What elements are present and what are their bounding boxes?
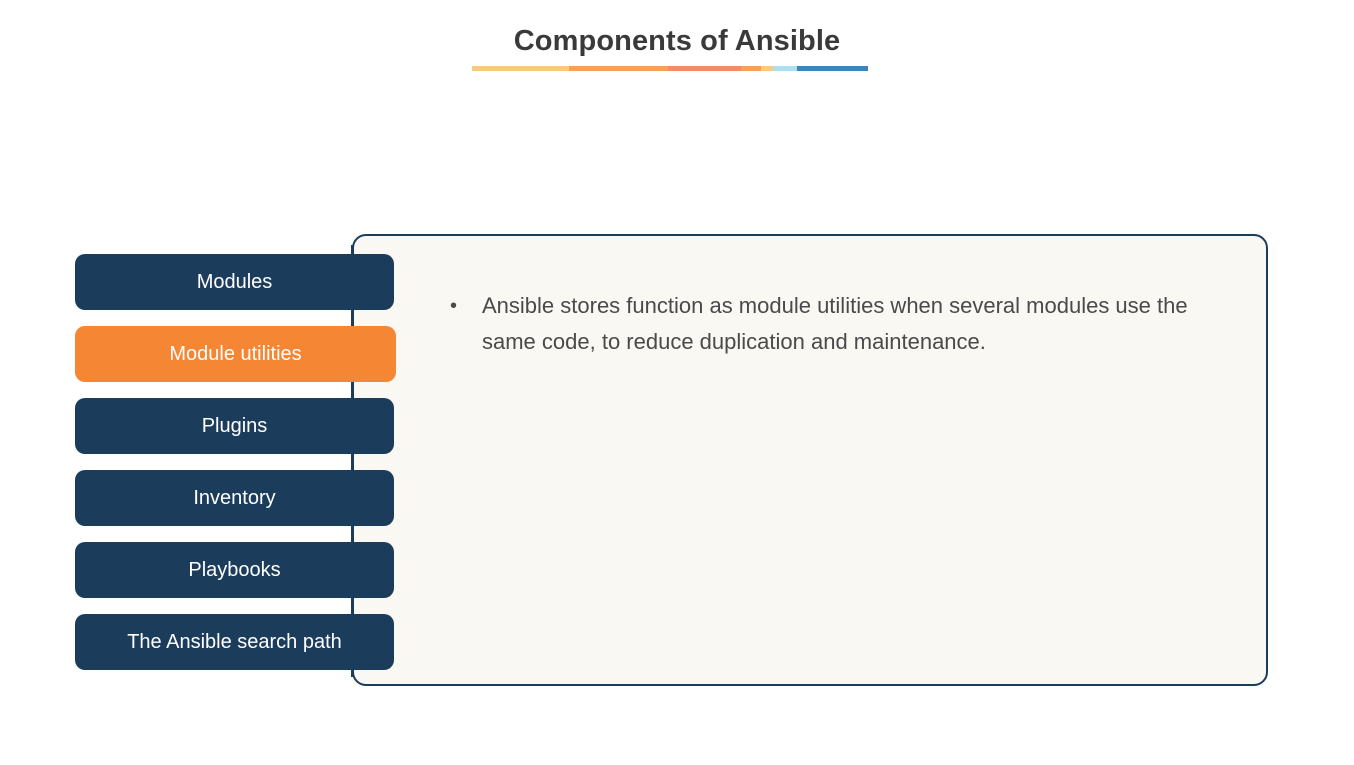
bullet-item: • Ansible stores function as module utili… (450, 288, 1210, 360)
menu-item-module-utilities[interactable]: Module utilities (75, 326, 396, 382)
title-underline-segment-2 (668, 66, 742, 71)
menu-item-label: Playbooks (188, 558, 281, 581)
title-underline-segment-3 (741, 66, 762, 71)
menu-item-plugins[interactable]: Plugins (75, 398, 394, 454)
menu-item-modules[interactable]: Modules (75, 254, 394, 310)
title-underline-segment-4 (761, 66, 773, 71)
title-underline-segment-5 (772, 66, 797, 71)
page-title: Components of Ansible (513, 25, 841, 57)
title-underline-segment-6 (796, 66, 868, 71)
menu-item-label: Module utilities (169, 342, 302, 365)
menu-item-label: Plugins (201, 414, 268, 437)
menu-item-label: The Ansible search path (127, 630, 342, 653)
menu-item-label: Modules (196, 270, 273, 293)
menu-item-playbooks[interactable]: Playbooks (75, 542, 394, 598)
menu-item-inventory[interactable]: Inventory (75, 470, 394, 526)
content-panel: • Ansible stores function as module utili… (352, 234, 1268, 686)
menu-item-the-ansible-search-path[interactable]: The Ansible search path (75, 614, 394, 670)
menu-item-label: Inventory (193, 486, 276, 509)
title-underline-segment-1 (569, 66, 669, 71)
title-underline-segment-0 (472, 66, 570, 71)
bullet-point-icon: • (450, 295, 458, 317)
title-underline-accent (472, 66, 868, 71)
bullet-text: Ansible stores function as module utilit… (482, 293, 1188, 354)
bullet-list: • Ansible stores function as module utili… (450, 288, 1210, 360)
